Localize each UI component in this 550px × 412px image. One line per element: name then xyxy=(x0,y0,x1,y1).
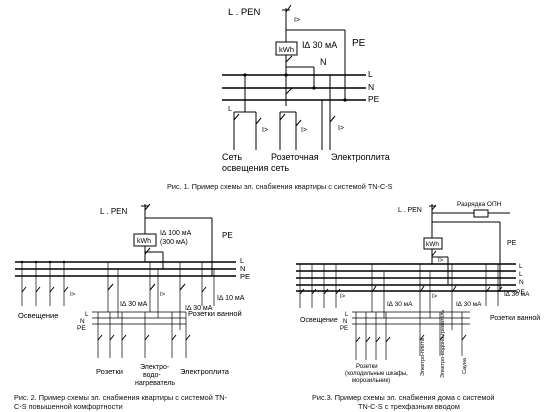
fig2-bath-breakers: I∆ 10 мА xyxy=(201,262,245,306)
fig3-group-bath: Розетки ванной xyxy=(490,314,540,322)
fig3-feeders: I∆ 30 мА I> I∆ 30 мА I∆ 30 мА xyxy=(371,264,530,330)
fig3-vertical-stove: Электро-плита xyxy=(420,337,426,376)
fig2-rcd30-feed: I∆ 30 мА I> I∆ 30 мА xyxy=(107,262,213,330)
fig1-bus-pe: PE xyxy=(368,94,380,104)
fig2-caption-1: Рис. 2. Пример схемы эл. снабжения кварт… xyxy=(14,393,227,402)
fig3-main-breaker-label: I> xyxy=(438,258,444,264)
fig3-vertical-heater: Электро-водона-греватель xyxy=(440,310,446,378)
fig1-breaker-3: I> xyxy=(338,125,344,132)
fig3-rcd30-label: I∆ 30 мА xyxy=(387,301,413,308)
fig1-branch-stove: I> xyxy=(321,75,344,150)
fig3-bus-n: N xyxy=(519,279,524,286)
fig2-rcd-label-1: I∆ 100 мА xyxy=(160,230,192,237)
fig1-main-breaker-label: I> xyxy=(294,17,300,24)
fig1-breaker-2: I> xyxy=(301,127,307,134)
fig2-sub-n: N xyxy=(80,318,85,325)
fig2-bus-pe: PE xyxy=(240,272,250,281)
fig3-supply-label: L . PEN xyxy=(398,207,422,214)
fig2-caption-2: C-S повышенной комфортности xyxy=(14,402,123,411)
fig1-group-stove: Электроплита xyxy=(331,152,390,162)
fig3-sub-l: L xyxy=(345,312,349,318)
fig3-group-lighting: Освещение xyxy=(300,317,338,324)
fig3-bus-pe: PE xyxy=(516,289,525,296)
fig3-bus-l1: L xyxy=(519,263,523,270)
fig3-spd-box xyxy=(473,209,489,218)
fig3-group-sockets-1: Розетки xyxy=(356,364,378,370)
fig3-caption-1: Рис.3. Пример схемы эл. снабжения дома с… xyxy=(312,393,495,402)
fig2-group-heater-1: Электро- xyxy=(140,364,170,371)
fig3-meter-label: kWh xyxy=(426,241,439,248)
fig1-group-lighting-2: освещения xyxy=(222,163,268,173)
fig1-breaker-1: I> xyxy=(262,127,268,134)
fig3-breaker-lighting: I> xyxy=(340,294,346,300)
fig2-rcd10-label: I∆ 10 мА xyxy=(217,295,245,302)
fig1-group-sockets-1: Розеточная xyxy=(271,152,319,162)
fig1-branch-l-label: L xyxy=(228,104,232,113)
fig2-pe-label: PE xyxy=(222,231,233,240)
fig3-meter-box xyxy=(423,237,443,250)
fig3-sub-n: N xyxy=(343,319,347,325)
fig2-group-heater-2: водо- xyxy=(143,372,161,379)
fig2-sub-pe: PE xyxy=(77,325,86,332)
figure3-schematic: L . PEN Разрядка ОПН PE kWh I> L L N PE xyxy=(296,201,540,384)
fig1-branch-lighting: L I> xyxy=(228,75,268,150)
fig3-bus-l2: L xyxy=(519,271,523,278)
fig1-pe-label: PE xyxy=(352,38,366,49)
fig3-rcd30-label-bath: I∆ 30 мА xyxy=(504,291,530,298)
fig3-group-sockets-2: (холодильные шкафы, xyxy=(345,371,408,377)
fig2-breaker-lighting: I> xyxy=(70,292,76,298)
fig1-n-label: N xyxy=(320,57,327,67)
fig2-group-stove: Электроплита xyxy=(180,367,230,376)
fig2-sub-l: L xyxy=(85,311,89,318)
fig3-vertical-sauna: Сауна xyxy=(462,357,468,374)
fig1-meter-label: kWh xyxy=(279,45,294,54)
fig1-rcd-label: I∆ 30 мА xyxy=(302,40,337,50)
fig2-rcd30-label-b: I∆ 30 мА xyxy=(185,305,213,312)
fig3-sub-pe: PE xyxy=(340,326,348,332)
fig1-group-sockets-2: сеть xyxy=(271,163,289,173)
fig1-group-lighting-1: Сеть xyxy=(222,152,242,162)
fig2-meter-label: kWh xyxy=(137,238,151,245)
figure1-schematic: L . PEN I> kWh I∆ 30 мА PE N L N PE xyxy=(222,4,390,173)
fig2-rcd30-label: I∆ 30 мА xyxy=(120,301,148,308)
fig3-group-sockets-3: морозильник) xyxy=(352,378,390,384)
fig1-bus-n: N xyxy=(368,82,374,92)
fig2-group-sockets: Розетки xyxy=(96,367,123,376)
fig2-group-heater-3: нагреватель xyxy=(135,380,175,387)
fig2-breaker-feed: I> xyxy=(160,292,166,298)
fig2-group-bath: Розетки ванной xyxy=(188,309,242,318)
figure2-schematic: L . PEN kWh I∆ 100 мА (300 мА) PE L N PE… xyxy=(15,203,250,387)
fig1-bus-l: L xyxy=(368,69,373,79)
fig2-group-lighting: Освещение xyxy=(18,311,58,320)
fig2-lighting-breakers: I> xyxy=(20,260,76,306)
fig1-supply-label: L . PEN xyxy=(228,7,261,18)
fig3-pe-label: PE xyxy=(507,240,517,247)
fig2-rcd-label-2: (300 мА) xyxy=(160,239,188,246)
fig3-lighting-breakers: I> xyxy=(299,264,346,308)
fig3-spd-label: Разрядка ОПН xyxy=(457,201,502,208)
fig3-rcd30-label-b: I∆ 30 мА xyxy=(456,301,482,308)
fig3-caption-2: TN-C-S с трехфазным вводом xyxy=(358,402,460,411)
fig2-supply-label: L . PEN xyxy=(100,207,127,216)
fig1-branch-sockets: I> xyxy=(279,75,307,150)
fig3-breaker-feed: I> xyxy=(432,294,438,300)
fig1-caption: Рис. 1. Пример схемы эл. снабжения кварт… xyxy=(167,182,393,191)
fig2-bus-n: N xyxy=(240,264,245,273)
fig2-bus-l: L xyxy=(240,256,244,265)
